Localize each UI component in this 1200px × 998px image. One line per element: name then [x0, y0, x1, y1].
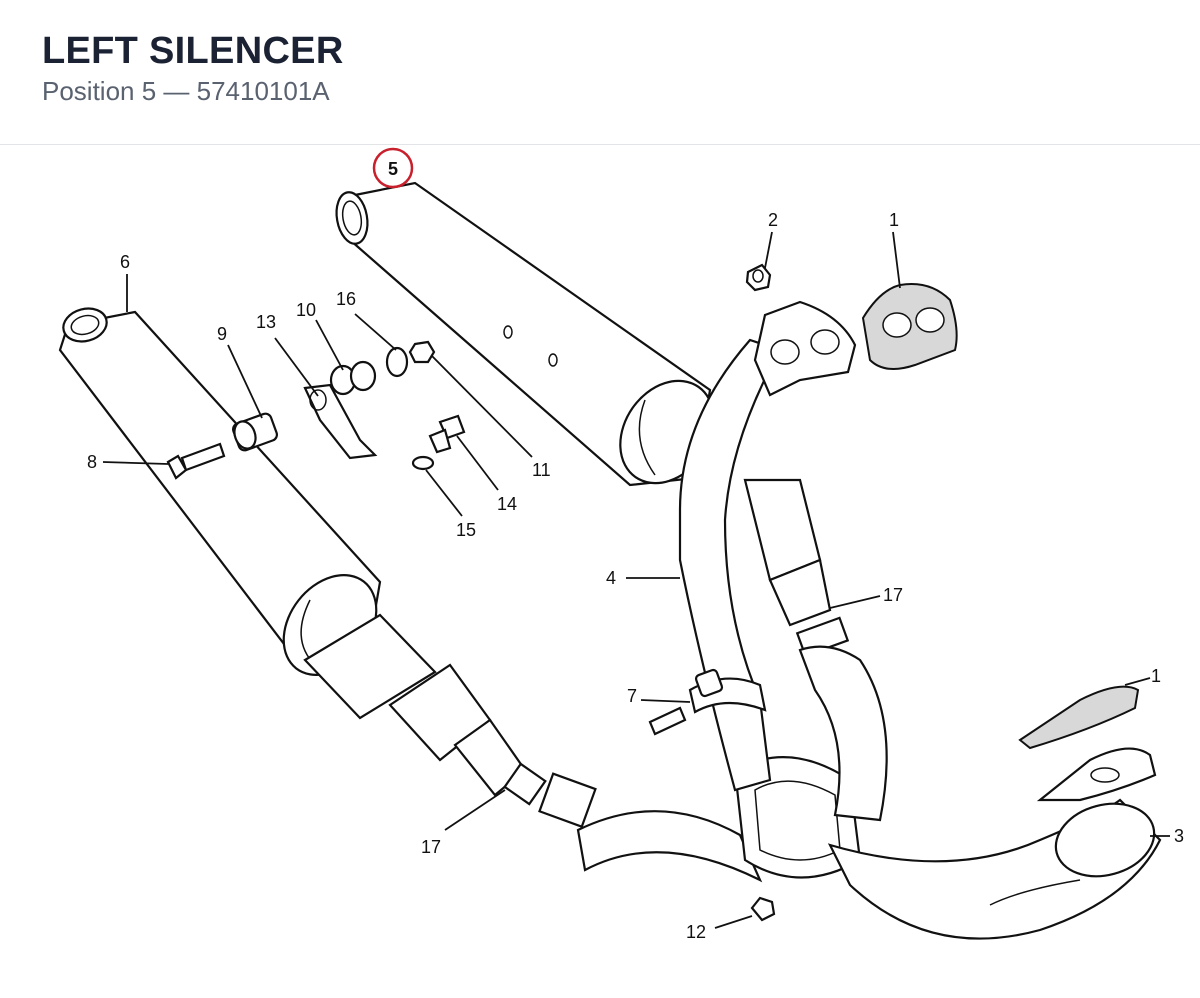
mounting-hardware: [166, 340, 776, 922]
callout-15[interactable]: 15: [456, 520, 476, 540]
callout-3[interactable]: 3: [1174, 826, 1184, 846]
callout-11[interactable]: 11: [532, 460, 551, 480]
page-header: LEFT SILENCER Position 5 — 57410101A: [0, 0, 1200, 145]
nut-part-2: [745, 263, 772, 292]
callout-14[interactable]: 14: [497, 494, 517, 514]
highlight-ring: [372, 147, 414, 189]
callout-17-left[interactable]: 17: [421, 837, 441, 857]
callout-4[interactable]: 4: [606, 568, 616, 588]
callout-7[interactable]: 7: [627, 686, 637, 706]
highlighted-callout-5[interactable]: 5: [372, 147, 414, 189]
page-title: LEFT SILENCER: [42, 30, 344, 72]
callout-17-right[interactable]: 17: [883, 585, 903, 605]
callout-2[interactable]: 2: [768, 210, 778, 230]
callout-13[interactable]: 13: [256, 312, 276, 332]
leader-lines: [102, 231, 1170, 929]
callouts: 1 1 2 3 4 6 7 8 9 10 11 12 13 14 15 16 1…: [87, 210, 1184, 942]
callout-10[interactable]: 10: [296, 300, 316, 320]
callout-12[interactable]: 12: [686, 922, 706, 942]
callout-5[interactable]: 5: [388, 159, 398, 179]
callout-8[interactable]: 8: [87, 452, 97, 472]
callout-16[interactable]: 16: [336, 289, 356, 309]
exhaust-pipes: [503, 300, 1162, 940]
part-subtitle: Position 5 — 57410101A: [42, 76, 330, 106]
callout-6[interactable]: 6: [120, 252, 130, 272]
left-silencer-part-5[interactable]: [333, 181, 733, 501]
callout-1-lower[interactable]: 1: [1151, 666, 1161, 686]
exploded-parts-diagram: 1 1 2 3 4 6 7 8 9 10 11 12 13 14 15 16 1…: [58, 147, 1184, 942]
right-silencer-part-6: [58, 307, 527, 797]
callout-9[interactable]: 9: [217, 324, 227, 344]
gasket-part-1: [861, 283, 958, 370]
callout-1[interactable]: 1: [889, 210, 899, 230]
